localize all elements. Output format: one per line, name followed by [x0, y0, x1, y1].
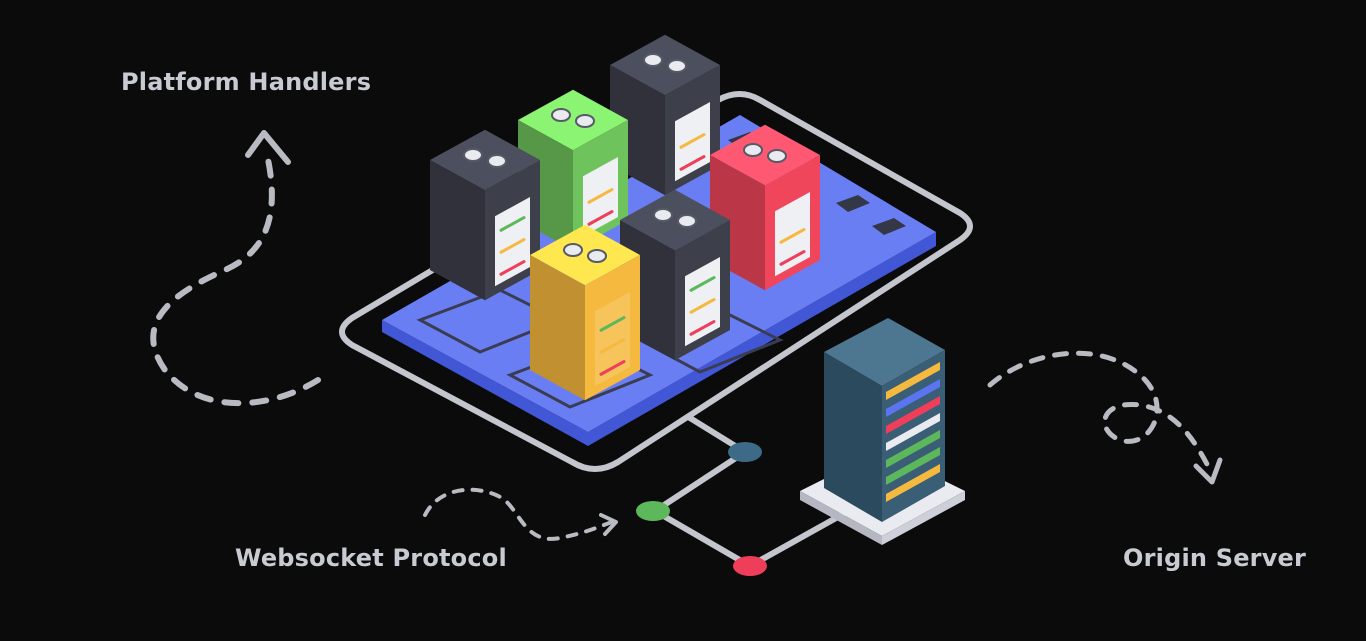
origin-server-label: Origin Server: [1123, 544, 1307, 572]
fan-icon: [551, 108, 571, 122]
platform-outline: [339, 91, 973, 472]
server-rack-icon: [518, 89, 628, 251]
node-teal-icon: [728, 442, 762, 462]
origin-server-slot: [886, 396, 940, 434]
network-nodes: [636, 442, 767, 576]
platform-handlers-label: Platform Handlers: [121, 68, 372, 96]
arrow-head-up-icon: [245, 130, 291, 165]
fan-icon: [463, 148, 483, 162]
dashed-arrow-icon: [150, 147, 321, 407]
arrow-head-right-icon: [599, 513, 618, 536]
dashed-arrow-icon: [423, 487, 614, 541]
fan-icon: [575, 114, 595, 128]
fan-icon: [587, 249, 607, 263]
fan-icon: [487, 154, 507, 168]
fan-icon: [563, 243, 583, 257]
origin-server-slot: [886, 447, 940, 485]
fan-icon: [653, 208, 673, 222]
fan-icon: [743, 143, 763, 157]
origin-server-icon: [800, 318, 965, 545]
server-racks: [430, 34, 820, 401]
origin-server-slots: [886, 362, 940, 502]
server-rack-icon: [530, 224, 640, 401]
fan-icon: [677, 214, 697, 228]
server-rack-icon: [710, 124, 820, 291]
fan-icon: [643, 53, 663, 67]
origin-server-slot: [886, 413, 940, 451]
origin-server-slot: [886, 379, 940, 417]
node-red-icon: [733, 556, 767, 576]
fan-icon: [767, 149, 787, 163]
origin-server-slot: [886, 430, 940, 468]
origin-server-slot: [886, 464, 940, 502]
fan-icon: [667, 59, 687, 73]
server-rack-icon: [430, 129, 540, 301]
websocket-protocol-label: Websocket Protocol: [235, 544, 507, 572]
arrow-head-down-icon: [1193, 457, 1223, 485]
dashed-arrow-icon: [987, 350, 1213, 473]
node-green-icon: [636, 501, 670, 521]
origin-server-slot: [886, 362, 940, 400]
